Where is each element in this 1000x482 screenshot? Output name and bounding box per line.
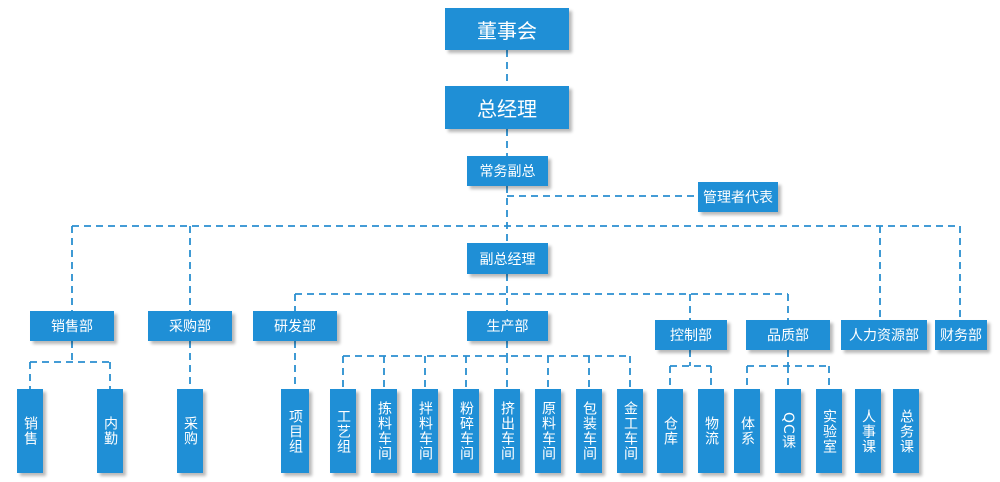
unit-internal-affairs-box: 内勤 [97,389,123,473]
unit-mixing-workshop-label: 拌料车间 [417,401,433,461]
production-department-label: 生产部 [486,319,529,335]
management-representative-box: 管理者代表 [698,182,778,212]
unit-mixing-workshop-box: 拌料车间 [412,389,438,473]
unit-logistics-box: 物流 [698,389,724,473]
unit-raw-material-workshop-box: 原料车间 [535,389,561,473]
quality-department-box: 品质部 [746,320,830,350]
unit-extrusion-workshop-box: 挤出车间 [494,389,520,473]
production-department-box: 生产部 [467,311,548,341]
unit-qc-section-label: QC课 [780,412,796,450]
unit-sales-label: 销售 [22,416,38,446]
unit-project-team-label: 项目组 [287,408,303,454]
quality-department-label: 品质部 [767,328,809,344]
unit-warehouse-label: 仓库 [662,416,678,446]
general-manager-label: 总经理 [477,97,537,121]
unit-laboratory-box: 实验室 [816,389,842,473]
sales-department-box: 销售部 [30,311,114,341]
unit-logistics-label: 物流 [703,416,719,446]
unit-purchase-label: 采购 [182,416,198,446]
unit-crushing-workshop-label: 粉碎车间 [458,401,474,461]
finance-department-label: 财务部 [940,328,982,344]
chairman-box: 董事会 [445,8,569,50]
unit-system-label: 体系 [739,416,755,446]
unit-purchase-box: 采购 [177,389,203,473]
sales-department-label: 销售部 [51,319,93,335]
unit-internal-affairs-label: 内勤 [102,416,118,446]
purchasing-department-label: 采购部 [169,319,211,335]
unit-personnel-section-label: 人事课 [860,408,876,454]
control-department-label: 控制部 [670,328,712,344]
rnd-department-box: 研发部 [253,311,337,341]
vice-general-manager-box: 副总经理 [467,243,548,274]
hr-department-label: 人力资源部 [849,328,919,344]
unit-extrusion-workshop-label: 挤出车间 [499,401,515,461]
vice-general-manager-label: 副总经理 [479,251,536,268]
unit-process-team-box: 工艺组 [330,389,356,473]
control-department-box: 控制部 [655,320,727,350]
unit-refining-workshop-box: 拣料车间 [371,389,397,473]
unit-general-affairs-section-box: 总务课 [893,389,919,473]
unit-metalwork-workshop-label: 金工车间 [622,401,638,461]
unit-raw-material-workshop-label: 原料车间 [540,401,556,461]
unit-system-box: 体系 [734,389,760,473]
unit-packing-workshop-box: 包装车间 [576,389,602,473]
unit-refining-workshop-label: 拣料车间 [376,401,392,461]
executive-vice-president-label: 常务副总 [479,164,536,180]
unit-sales-box: 销售 [17,389,43,473]
rnd-department-label: 研发部 [274,319,316,335]
unit-packing-workshop-label: 包装车间 [581,401,597,461]
unit-metalwork-workshop-box: 金工车间 [617,389,643,473]
unit-process-team-label: 工艺组 [335,408,351,454]
unit-personnel-section-box: 人事课 [855,389,881,473]
hr-department-box: 人力资源部 [841,320,927,350]
unit-qc-section-box: QC课 [775,389,801,473]
executive-vice-president-box: 常务副总 [467,156,548,186]
unit-laboratory-label: 实验室 [821,408,837,454]
finance-department-box: 财务部 [935,320,987,350]
unit-project-team-box: 项目组 [281,389,309,473]
general-manager-box: 总经理 [445,86,569,129]
unit-warehouse-box: 仓库 [657,389,683,473]
management-representative-label: 管理者代表 [703,190,773,206]
purchasing-department-box: 采购部 [148,311,232,341]
unit-crushing-workshop-box: 粉碎车间 [453,389,479,473]
chairman-label: 董事会 [477,18,537,43]
unit-general-affairs-section-label: 总务课 [898,408,914,454]
